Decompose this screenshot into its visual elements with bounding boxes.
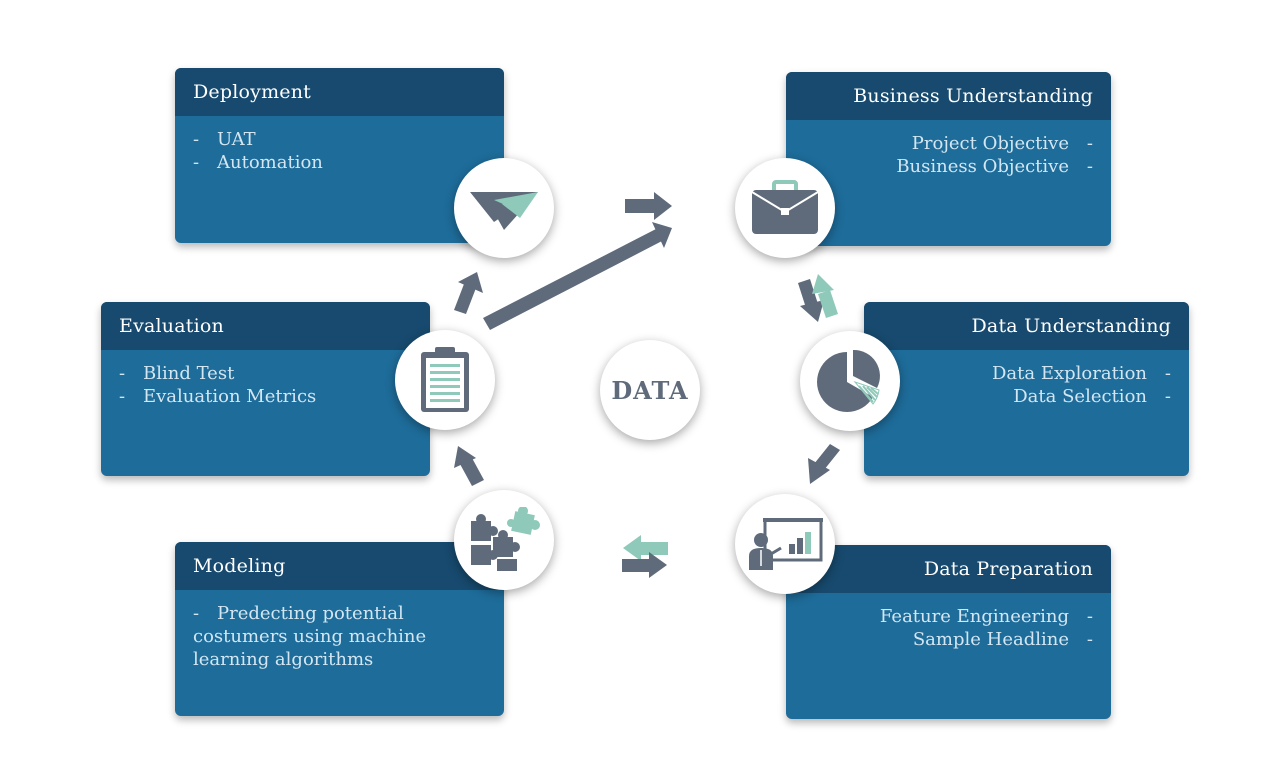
- arrow-data-preparation-to-modeling: [623, 535, 668, 561]
- arrow-data-understanding-to-data-preparation: [808, 444, 840, 484]
- card-title: Deployment: [175, 68, 504, 116]
- card-items: Data Exploration- Data Selection-: [864, 350, 1189, 408]
- card-title: Modeling: [175, 542, 504, 590]
- card-data-understanding: Data Understanding Data Exploration- Dat…: [864, 302, 1189, 476]
- card-title: Data Preparation: [786, 545, 1111, 593]
- circle-business-understanding: [735, 158, 835, 258]
- list-item: Project Objective-: [911, 133, 1093, 154]
- arrow-evaluation-to-business: [483, 222, 672, 330]
- arrow-business-to-data-understanding: [798, 279, 824, 322]
- pie-chart-icon: [817, 349, 880, 412]
- arrow-modeling-to-data-preparation: [622, 552, 667, 578]
- list-item: Sample Headline-: [912, 629, 1093, 650]
- briefcase-icon: [751, 180, 819, 234]
- list-item: -UAT: [193, 129, 256, 150]
- arrow-modeling-to-evaluation: [454, 446, 484, 486]
- circle-deployment: [454, 158, 554, 258]
- card-title: Data Understanding: [864, 302, 1189, 350]
- description-line: costumers using machine: [193, 626, 427, 647]
- circle-modeling: [454, 490, 554, 590]
- card-items: -UAT -Automation: [175, 116, 504, 174]
- list-item: -Automation: [193, 152, 323, 173]
- list-item: -Predecting potential: [193, 603, 404, 624]
- circle-data-preparation: [735, 494, 835, 594]
- circle-evaluation: [395, 330, 495, 430]
- arrow-data-understanding-to-business: [812, 274, 838, 318]
- card-modeling: Modeling -Predecting potential costumers…: [175, 542, 504, 716]
- list-item: -Blind Test: [119, 363, 235, 384]
- list-item: -Evaluation Metrics: [119, 386, 317, 407]
- clipboard-icon: [421, 347, 469, 412]
- list-item: Business Objective-: [896, 156, 1093, 177]
- puzzle-icon: [471, 507, 540, 571]
- circle-data-understanding: [800, 331, 900, 431]
- card-evaluation: Evaluation -Blind Test -Evaluation Metri…: [101, 302, 430, 476]
- card-description: -Predecting potential costumers using ma…: [175, 590, 504, 671]
- card-deployment: Deployment -UAT -Automation: [175, 68, 504, 243]
- center-label: DATA: [611, 375, 689, 405]
- card-items: Project Objective- Business Objective-: [786, 120, 1111, 178]
- card-data-preparation: Data Preparation Feature Engineering- Sa…: [786, 545, 1111, 719]
- card-title: Evaluation: [101, 302, 430, 350]
- card-title: Business Understanding: [786, 72, 1111, 120]
- circle-center-data: DATA: [600, 340, 700, 440]
- arrow-evaluation-to-deployment: [454, 272, 483, 314]
- card-items: -Blind Test -Evaluation Metrics: [101, 350, 430, 408]
- list-item: Feature Engineering-: [879, 606, 1093, 627]
- card-business-understanding: Business Understanding Project Objective…: [786, 72, 1111, 246]
- paper-plane-icon: [470, 192, 538, 230]
- arrow-deployment-to-business: [625, 192, 672, 220]
- presentation-icon: [749, 518, 823, 570]
- card-items: Feature Engineering- Sample Headline-: [786, 593, 1111, 651]
- list-item: Data Exploration-: [991, 363, 1171, 384]
- description-line: learning algorithms: [193, 649, 374, 670]
- list-item: Data Selection-: [1013, 386, 1171, 407]
